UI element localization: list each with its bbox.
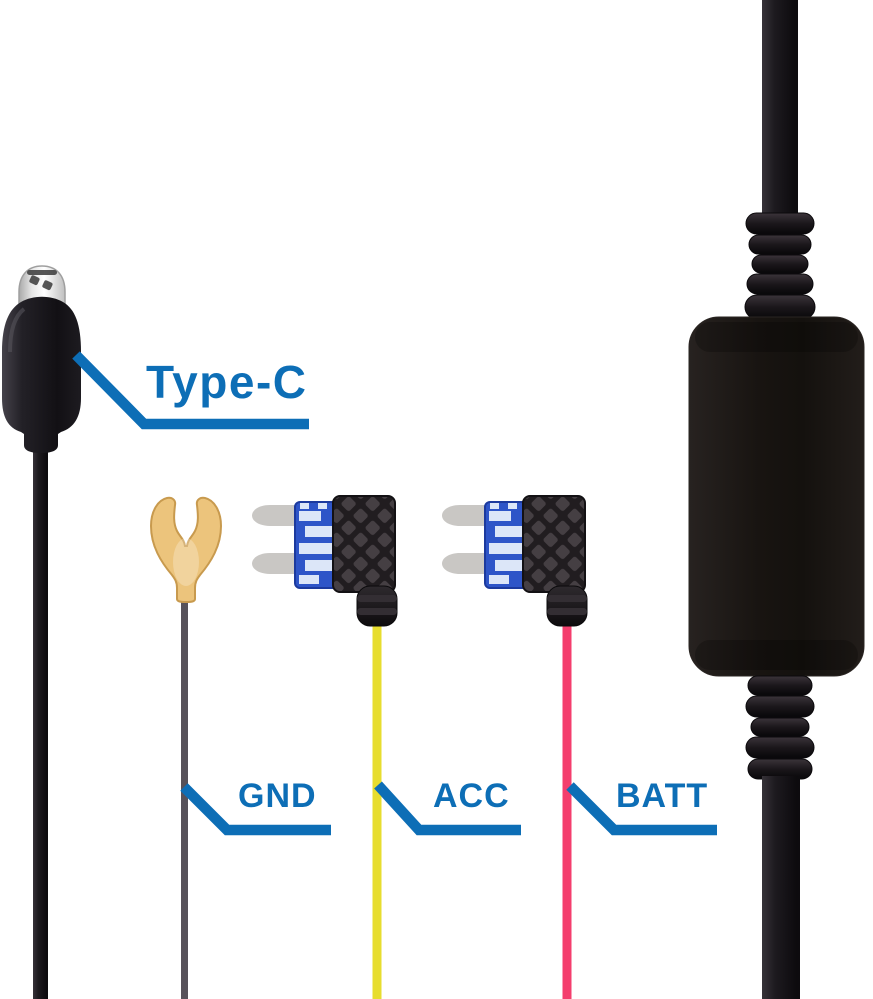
module-strain-relief-top [744, 212, 816, 320]
usb-c-connector-body [2, 296, 81, 453]
module-body [688, 316, 865, 677]
usb-type-c-connector [2, 265, 81, 453]
module-output-cable [762, 776, 800, 999]
batt-fuse-tap [441, 495, 588, 627]
annotation-leader-lines [72, 351, 717, 836]
gnd-leader-line [180, 783, 331, 836]
gnd-wire-assembly [149, 496, 223, 999]
type-c-leader-line [72, 351, 309, 430]
usb-c-tip-contacts [27, 270, 57, 291]
connector-body-highlight [8, 307, 26, 353]
usb-c-cable [33, 440, 48, 999]
type-c-label: Type-C [146, 356, 308, 408]
ground-fork-terminal [149, 496, 223, 604]
batt-label: BATT [616, 777, 708, 815]
module-strain-relief-bottom [745, 675, 815, 780]
acc-fuse-tap [251, 495, 398, 627]
acc-label: ACC [433, 777, 510, 815]
batt-leader-line [566, 782, 717, 836]
terminal-highlight [173, 538, 199, 586]
converter-module-assembly [688, 0, 865, 999]
usb-c-cable-assembly [2, 265, 81, 999]
acc-leader-line [374, 781, 521, 836]
module-input-cable [762, 0, 798, 218]
gnd-label: GND [238, 777, 317, 815]
